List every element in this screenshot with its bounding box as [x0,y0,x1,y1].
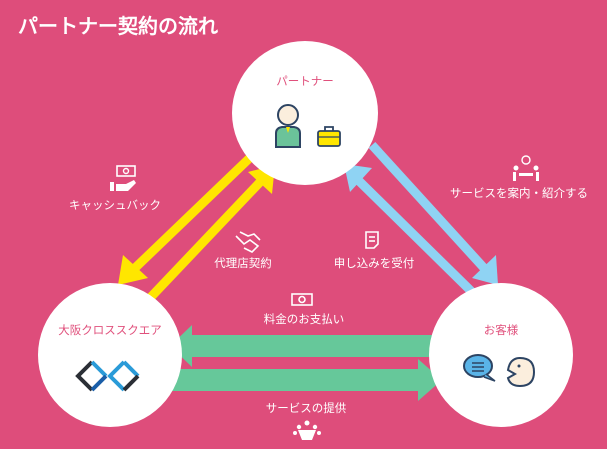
customer-circle [429,283,573,427]
node-partner-label: パートナー [276,74,334,88]
arrow-accept-application-head [472,255,498,285]
node-company-label: 大阪クロススクエア [58,323,162,337]
briefcase-icon [317,126,341,147]
arrow-cashback-head [118,255,148,285]
arrow-service [170,369,420,391]
cash-icon [291,293,313,306]
arrow-agency-contract [146,176,266,302]
customer-face-icon [506,356,536,388]
meeting-icon [513,155,539,181]
arrow-introduce-head [344,164,372,192]
arrow-cashback [131,146,262,272]
partner-circle [232,41,378,185]
company-circle [38,283,182,427]
osaka-cross-square-logo [75,360,140,392]
flow-payment-label: 料金のお支払い [263,312,345,326]
arrow-accept-application [368,141,488,272]
audience-icon [293,420,321,440]
arrow-introduce [352,174,476,296]
handshake-icon [235,231,261,253]
flow-agency-contract-label: 代理店契約 [214,256,272,270]
page-title: パートナー契約の流れ [18,14,218,38]
flow-cashback-label: キャッシュバック [69,198,161,212]
chat-bubble-icon [463,354,496,382]
flow-service-label: サービスの提供 [265,401,347,415]
money-hand-icon [110,165,136,191]
document-icon [365,231,379,249]
person-icon [275,104,301,148]
flow-introduce-label: サービスを案内・紹介する [450,186,588,200]
arrow-service-head [418,359,442,401]
arrow-payment [190,335,440,357]
flow-accept-application-label: 申し込みを受付 [333,256,415,270]
node-customer-label: お客様 [483,323,519,337]
